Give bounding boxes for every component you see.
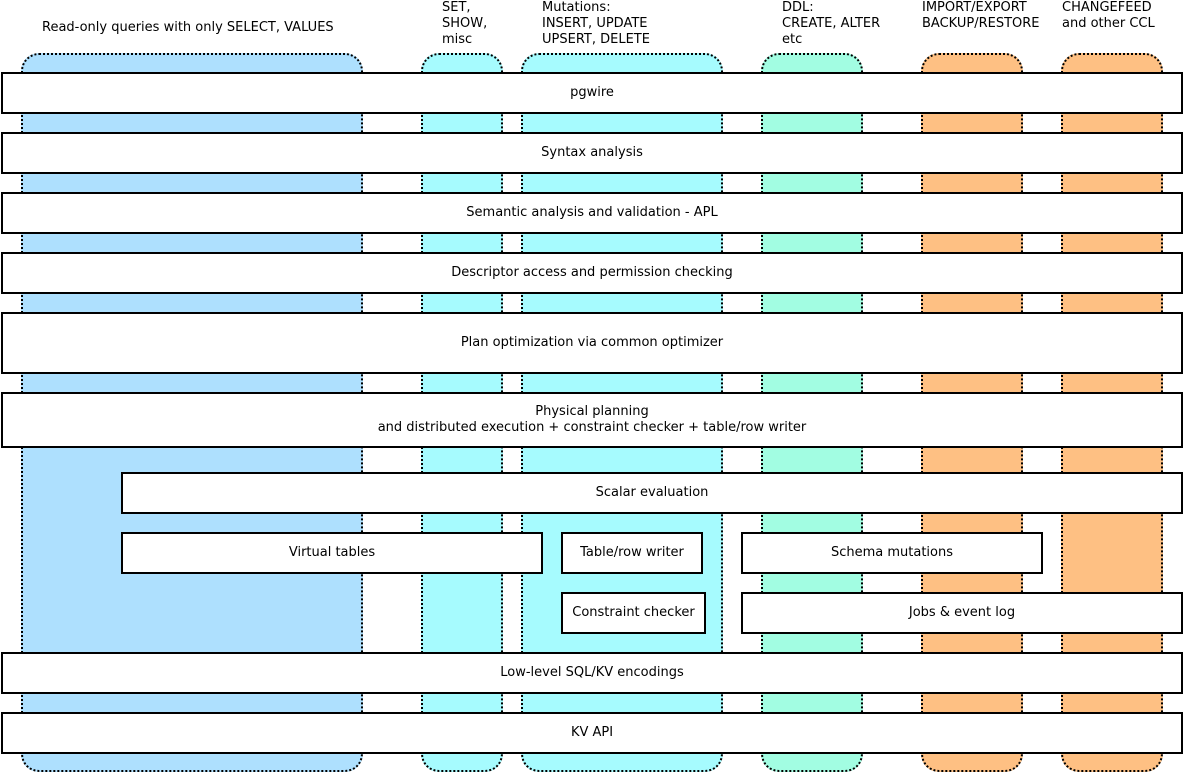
column-label-changefeed: CHANGEFEED and other CCL (1062, 0, 1155, 31)
layer-plan-optimization: Plan optimization via common optimizer (1, 312, 1183, 374)
column-label-mutations: Mutations: INSERT, UPDATE UPSERT, DELETE (542, 0, 650, 47)
layer-syntax-analysis: Syntax analysis (1, 132, 1183, 174)
layer-kv-api: KV API (1, 712, 1183, 754)
box-table-row-writer: Table/row writer (561, 532, 703, 574)
physical-planning-line2: and distributed execution + constraint c… (377, 420, 807, 435)
layer-low-level-encodings: Low-level SQL/KV encodings (1, 652, 1183, 694)
column-label-readonly: Read-only queries with only SELECT, VALU… (42, 20, 334, 35)
box-virtual-tables: Virtual tables (121, 532, 543, 574)
layer-scalar-evaluation: Scalar evaluation (121, 472, 1183, 514)
layer-physical-planning: Physical planning and distributed execut… (1, 392, 1183, 448)
column-label-import-export: IMPORT/EXPORT BACKUP/RESTORE (922, 0, 1040, 31)
box-jobs-event-log: Jobs & event log (741, 592, 1183, 634)
layer-semantic-analysis: Semantic analysis and validation - APL (1, 192, 1183, 234)
layer-descriptor-access: Descriptor access and permission checkin… (1, 252, 1183, 294)
box-constraint-checker: Constraint checker (561, 592, 706, 634)
physical-planning-line1: Physical planning (535, 404, 649, 419)
layer-pgwire: pgwire (1, 72, 1183, 114)
column-label-ddl: DDL: CREATE, ALTER etc (782, 0, 881, 47)
column-label-set-show: SET, SHOW, misc (442, 0, 488, 47)
box-schema-mutations: Schema mutations (741, 532, 1043, 574)
